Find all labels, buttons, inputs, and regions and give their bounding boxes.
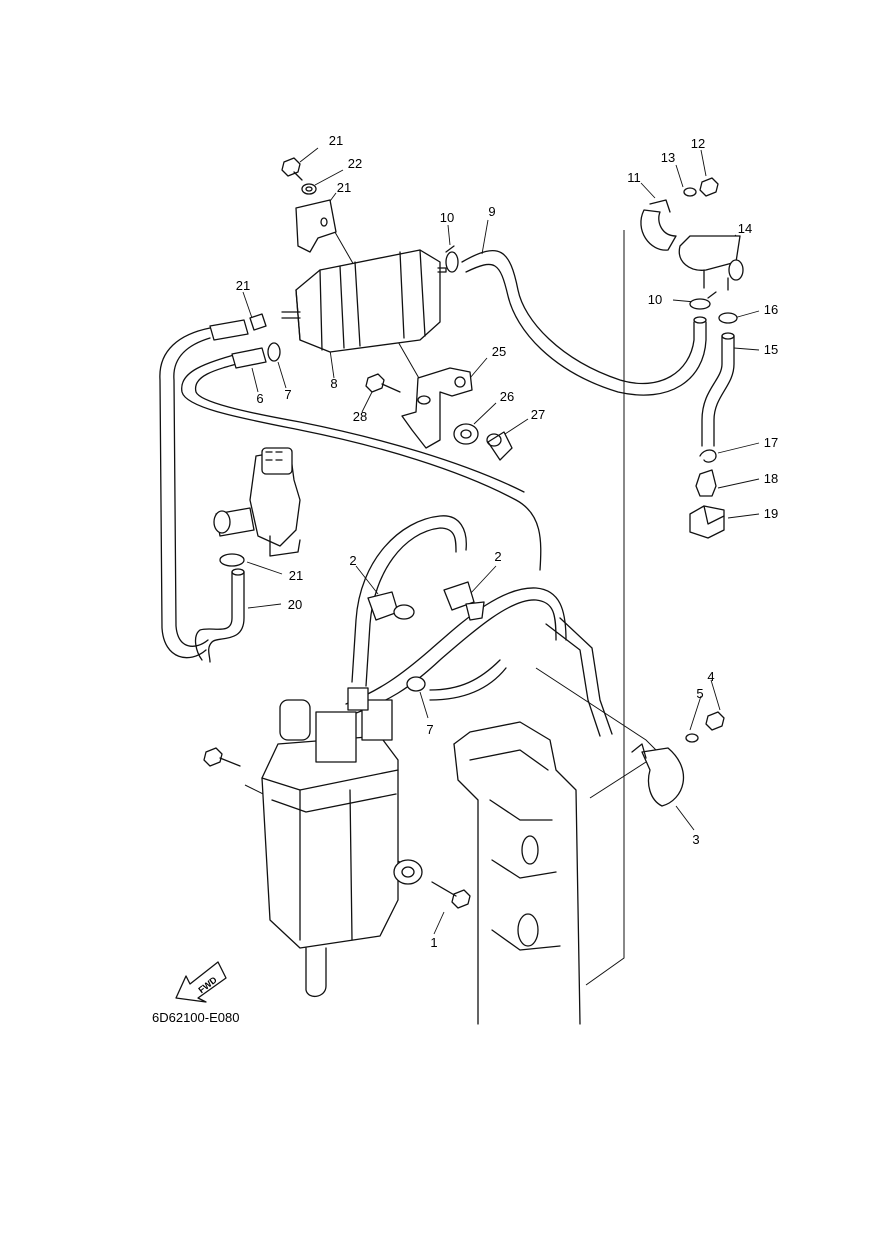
callout-26: 26 — [500, 389, 514, 404]
callout-22: 21 — [337, 180, 351, 195]
hose-right-lower — [545, 617, 613, 737]
left-pin — [203, 747, 241, 767]
clip-7a — [267, 342, 281, 362]
canister-8 — [281, 249, 447, 353]
hose-left-upper — [159, 319, 249, 659]
hose-20 — [194, 568, 245, 663]
callout-9: 9 — [488, 204, 495, 219]
callout-25: 25 — [492, 344, 506, 359]
callout-28: 28 — [353, 409, 367, 424]
callout-6: 6 — [256, 391, 263, 406]
clamp-2b — [443, 581, 485, 621]
washer-24 — [301, 183, 317, 195]
bolt-12 — [699, 177, 719, 197]
callout-19: 19 — [764, 506, 778, 521]
callout-17: 17 — [764, 435, 778, 450]
clamp-16 — [718, 312, 738, 324]
callout-7-lower: 7 — [426, 722, 433, 737]
diagram-code: 6D62100-E080 — [152, 1010, 239, 1025]
separator-14 — [678, 235, 744, 291]
callout-11: 11 — [627, 170, 641, 185]
fwd-arrow-icon: FWD — [175, 961, 227, 1003]
clamp-11 — [640, 199, 677, 251]
electric-fuel-pump — [213, 447, 301, 557]
callout-10-right: 10 — [648, 292, 662, 307]
callout-7-upper: 7 — [284, 387, 291, 402]
grommet-26 — [453, 423, 479, 445]
cylinder-block — [453, 721, 581, 1025]
bolt-28 — [365, 373, 401, 393]
callout-2-left: 2 — [349, 553, 356, 568]
callout-10-upper: 10 — [440, 210, 454, 225]
collar-27 — [486, 431, 513, 461]
joint-18 — [695, 469, 717, 497]
clamp-3 — [631, 743, 685, 807]
callout-2-right: 2 — [494, 549, 501, 564]
callout-24: 22 — [348, 156, 362, 171]
callout-8: 8 — [330, 376, 337, 391]
callout-16: 16 — [764, 302, 778, 317]
clamp-10a — [445, 245, 459, 273]
bolt-23 — [281, 157, 303, 181]
vapor-separator — [261, 687, 399, 997]
bracket-25 — [401, 367, 473, 449]
bolt-1 — [431, 881, 471, 909]
callout-5: 5 — [696, 686, 703, 701]
cover-19 — [689, 505, 725, 539]
bolt-4 — [705, 711, 725, 731]
callout-15: 15 — [764, 342, 778, 357]
callout-21-lower: 21 — [289, 568, 303, 583]
clamp-21a — [249, 313, 267, 331]
callout-3: 3 — [692, 832, 699, 847]
leader-lines — [242, 147, 760, 935]
callout-13: 13 — [661, 150, 675, 165]
washer-13 — [683, 187, 697, 197]
callout-4: 4 — [707, 669, 714, 684]
clamp-10b — [689, 291, 717, 310]
callout-numbers: 21 22 21 10 9 11 13 12 14 10 16 15 17 18… — [236, 133, 778, 950]
bracket-22 — [295, 199, 337, 253]
callout-20: 20 — [288, 597, 302, 612]
washer-5 — [685, 733, 699, 743]
hose-6 — [181, 347, 542, 571]
collar-right-of-separator — [393, 859, 423, 885]
clamp-2a — [367, 591, 415, 621]
callout-27: 27 — [531, 407, 545, 422]
clip-7b — [406, 676, 426, 692]
clamp-21b — [219, 553, 245, 567]
callout-14: 14 — [738, 221, 752, 236]
hose-15 — [701, 332, 735, 447]
callout-12: 12 — [691, 136, 705, 151]
callout-1: 1 — [430, 935, 437, 950]
callout-23: 21 — [329, 133, 343, 148]
clip-17 — [699, 449, 717, 463]
hose-9 — [461, 250, 707, 396]
callout-21-upper: 21 — [236, 278, 250, 293]
callout-18: 18 — [764, 471, 778, 486]
